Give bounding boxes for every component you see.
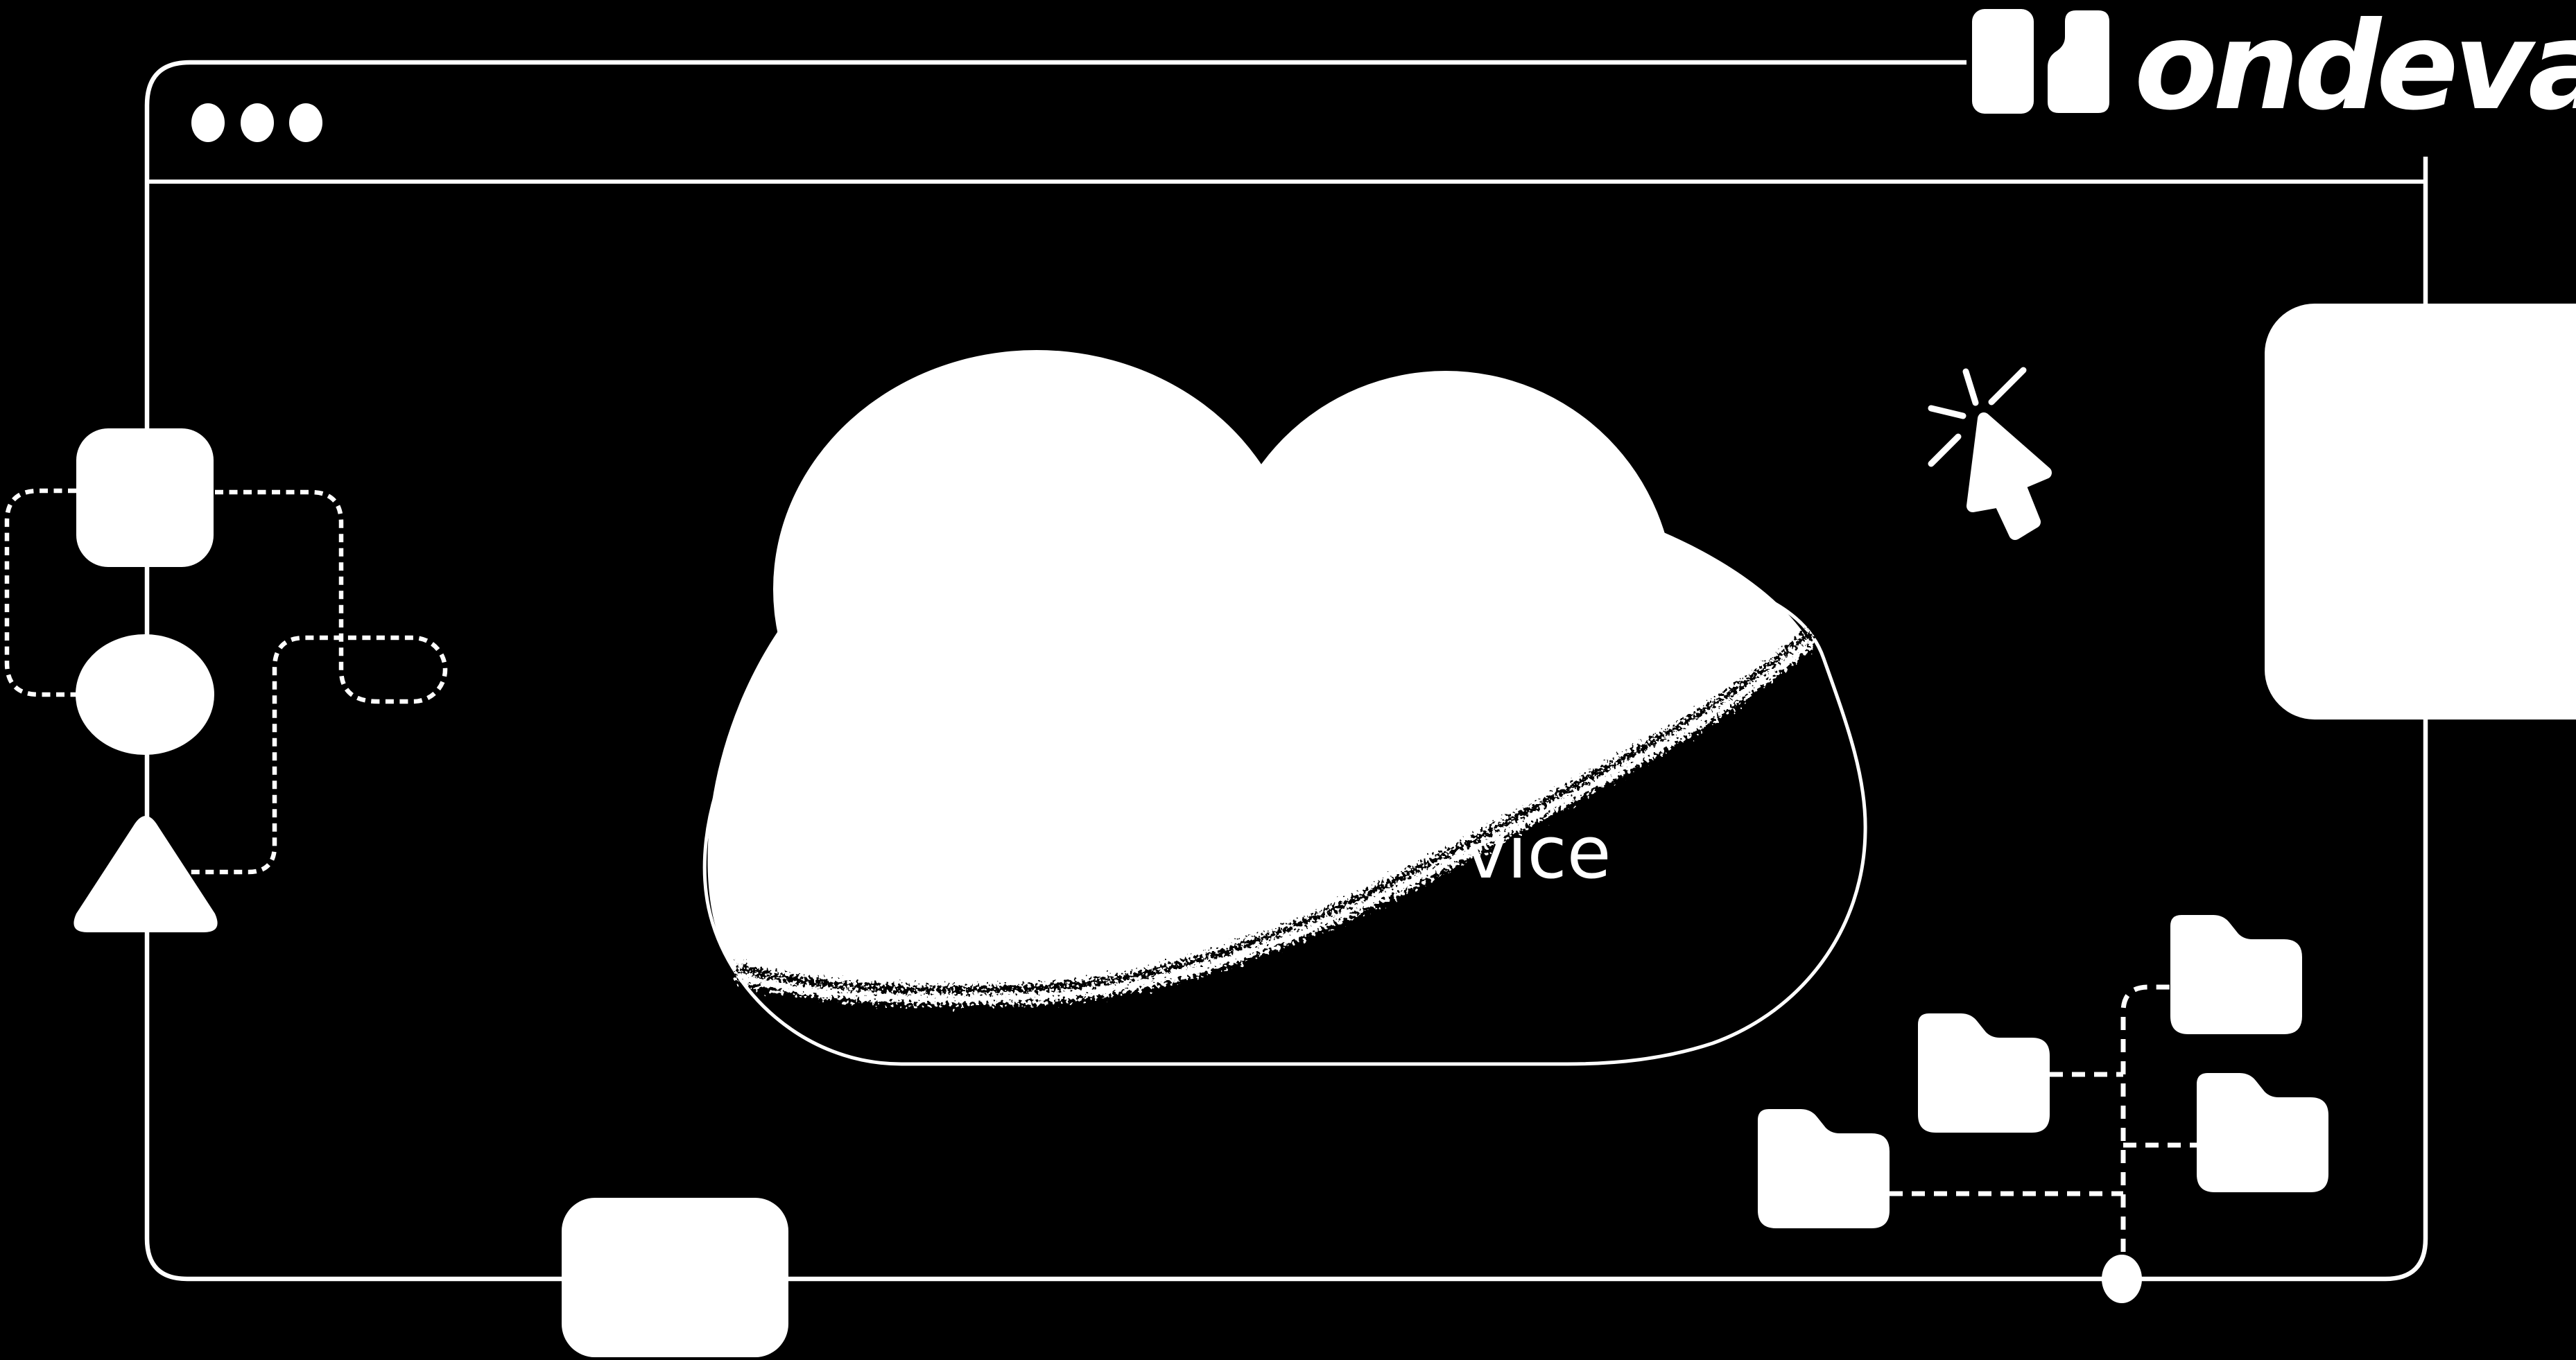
dashed-connector-right: [184, 489, 448, 875]
cloud-lower-lobe: [707, 451, 1810, 1001]
window-border: [144, 60, 2428, 1282]
window-control-dots: [191, 103, 322, 142]
brand-logo: ondeva: [1972, 0, 2576, 137]
folder-icon: [2170, 915, 2302, 1034]
cursor-arrow: [1966, 412, 2052, 540]
cursor-spark-lines: [1928, 367, 2027, 467]
folder-icon: [2197, 1073, 2328, 1192]
cloud-grain-edge: [735, 630, 1814, 1004]
folder-icon: [1918, 1013, 2050, 1133]
cloud-fill: [707, 350, 1810, 1001]
click-cursor-icon: [1928, 367, 2052, 540]
circle-shape: [76, 634, 214, 755]
cloud-illustration: vice: [702, 350, 1867, 1066]
cloud-caption: vice: [1464, 810, 1611, 895]
dashed-connector-left: [4, 488, 76, 697]
folder-tree-connectors: [1890, 984, 2197, 1274]
window-dot-icon: [241, 103, 274, 142]
window-dot-icon: [289, 103, 322, 142]
folder-icon: [1758, 1109, 1890, 1228]
bottom-panel: [562, 1198, 788, 1357]
right-panel: [2265, 304, 2576, 720]
folder-tree: [1758, 915, 2328, 1303]
brand-name: ondeva: [2134, 0, 2576, 137]
two-bars-logo-icon: [1972, 9, 2109, 114]
browser-window: [144, 60, 2428, 1282]
left-flow-diagram: [4, 428, 448, 932]
triangle-shape: [74, 816, 218, 932]
connector-node-dot: [2102, 1255, 2142, 1303]
window-dot-icon: [191, 103, 225, 142]
rounded-square-shape: [76, 428, 214, 567]
